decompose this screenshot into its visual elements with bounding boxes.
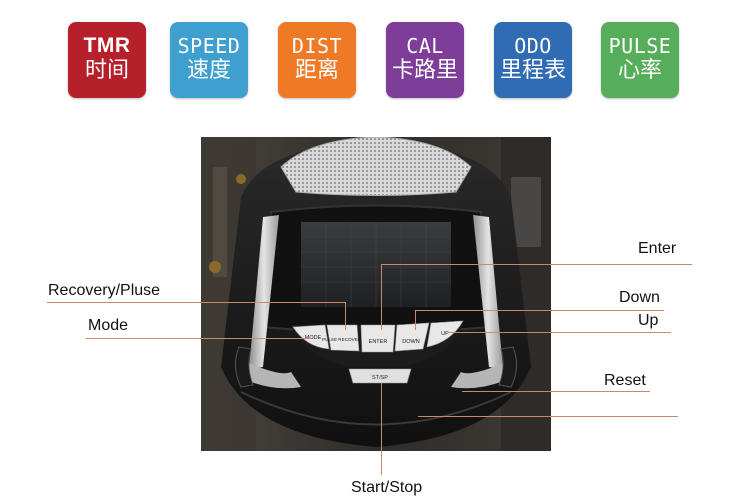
callout-line-down [415, 310, 664, 311]
console-illustration: MODE PULSE RECOVERY ENTER DOWN UP ST/SP [201, 137, 551, 451]
badge-pulse: PULSE 心率 [601, 22, 679, 98]
console-button-enter-label: ENTER [369, 339, 388, 345]
badge-pulse-en: PULSE [608, 34, 672, 58]
label-recovery-pulse: Recovery/Pluse [48, 282, 161, 299]
console-button-start-stop-label: ST/SP [372, 375, 388, 381]
badge-cal-zh: 卡路里 [391, 58, 458, 83]
console-button-up-label: UP [441, 331, 449, 337]
console-button-pulse-recovery-label: PULSE RECOVERY [322, 337, 364, 342]
callout-line-mode [86, 338, 312, 339]
badge-cal: CAL 卡路里 [386, 22, 464, 98]
callout-line-recovery [47, 302, 345, 303]
console-button-enter: ENTER [360, 324, 396, 353]
callout-line-down-drop [415, 310, 416, 330]
console-button-pulse-recovery: PULSE RECOVERY [322, 324, 364, 352]
callout-line-enter-drop [381, 264, 382, 330]
badge-odo: ODO 里程表 [494, 22, 572, 98]
badge-speed-en: SPEED [177, 34, 241, 58]
badge-cal-en: CAL [406, 34, 444, 58]
callout-line-start-stop-right [418, 416, 678, 417]
callout-line-enter [381, 264, 692, 265]
label-start-stop: Start/Stop [351, 479, 423, 496]
badge-odo-zh: 里程表 [499, 58, 566, 83]
console-button-mode-label: MODE [305, 335, 322, 341]
badge-odo-en: ODO [514, 34, 552, 58]
badge-tmr: TMR 时间 [68, 22, 146, 98]
label-enter: Enter [638, 240, 677, 257]
badge-pulse-zh: 心率 [617, 58, 662, 83]
label-mode: Mode [88, 317, 129, 334]
console-button-up: UP [426, 320, 464, 348]
console-photo: MODE PULSE RECOVERY ENTER DOWN UP ST/SP [201, 137, 551, 451]
label-up: Up [638, 312, 659, 329]
callout-line-reset [462, 391, 650, 392]
badge-dist: DIST 距离 [278, 22, 356, 98]
console-button-mode: MODE [292, 324, 330, 350]
badge-dist-en: DIST [291, 34, 343, 58]
badge-speed: SPEED 速度 [170, 22, 248, 98]
callout-line-up [448, 332, 671, 333]
label-down: Down [619, 289, 660, 306]
badge-tmr-zh: 时间 [84, 58, 129, 83]
badge-tmr-en: TMR [83, 34, 131, 57]
callout-line-start-stop [381, 383, 382, 475]
callout-line-recovery-drop [345, 302, 346, 330]
label-reset: Reset [604, 372, 646, 389]
console-button-start-stop: ST/SP [348, 368, 412, 384]
console-button-down-label: DOWN [402, 339, 419, 345]
badge-dist-zh: 距离 [294, 58, 339, 83]
console-button-down: DOWN [394, 322, 430, 352]
badge-speed-zh: 速度 [186, 58, 231, 83]
